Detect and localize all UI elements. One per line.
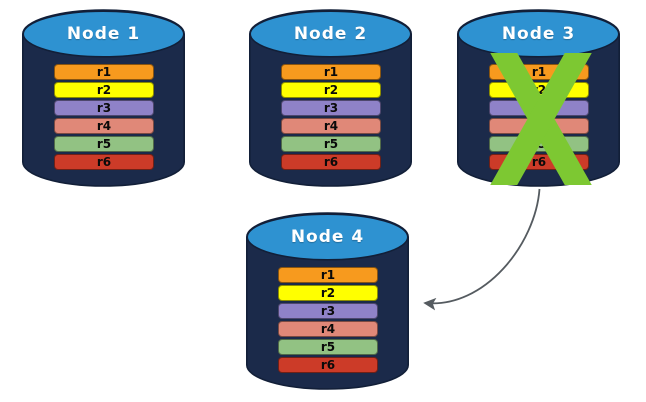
node-4-row-r3: r3 (278, 303, 378, 319)
node-4-row-r5: r5 (278, 339, 378, 355)
node-1-title: Node 1 (66, 24, 141, 44)
node-4-row-r1: r1 (278, 267, 378, 283)
node-4-top-cap (246, 213, 409, 261)
node-3-cylinder: Node 3 r1 r2 r3 r4 r5 r6 (457, 9, 620, 187)
node-2-rows: r1 r2 r3 r4 r5 r6 (281, 64, 381, 170)
replication-arrow-path (423, 188, 541, 311)
node-4-rows: r1 r2 r3 r4 r5 r6 (278, 267, 378, 373)
node-1-cylinder: Node 1 r1 r2 r3 r4 r5 r6 (22, 9, 185, 187)
node-1-row-r1: r1 (54, 64, 154, 80)
node-1-row-r3: r3 (54, 100, 154, 116)
node-3-row-r3: r3 (489, 100, 589, 116)
node-4-title: Node 4 (290, 227, 365, 247)
node-4-row-r6: r6 (278, 357, 378, 373)
node-2-cylinder: Node 2 r1 r2 r3 r4 r5 r6 (249, 9, 412, 187)
node-4-row-r2: r2 (278, 285, 378, 301)
node-2-row-r5: r5 (281, 136, 381, 152)
node-3-row-r2: r2 (489, 82, 589, 98)
node-1-rows: r1 r2 r3 r4 r5 r6 (54, 64, 154, 170)
node-3-row-r5: r5 (489, 136, 589, 152)
node-2-title: Node 2 (293, 24, 368, 44)
node-2-row-r4: r4 (281, 118, 381, 134)
node-3-title: Node 3 (501, 24, 576, 44)
node-4-row-r4: r4 (278, 321, 378, 337)
node-1-row-r6: r6 (54, 154, 154, 170)
node-2-row-r2: r2 (281, 82, 381, 98)
node-1-top-cap (22, 10, 185, 58)
node-2-row-r1: r1 (281, 64, 381, 80)
node-1-row-r5: r5 (54, 136, 154, 152)
node-2-row-r3: r3 (281, 100, 381, 116)
node-1-row-r2: r2 (54, 82, 154, 98)
node-1-row-r4: r4 (54, 118, 154, 134)
node-3-row-r1: r1 (489, 64, 589, 80)
node-4-cylinder: Node 4 r1 r2 r3 r4 r5 r6 (246, 212, 409, 390)
node-2-top-cap (249, 10, 412, 58)
node-3-row-r6: r6 (489, 154, 589, 170)
node-3-rows: r1 r2 r3 r4 r5 r6 (489, 64, 589, 170)
node-3-row-r4: r4 (489, 118, 589, 134)
node-2-row-r6: r6 (281, 154, 381, 170)
